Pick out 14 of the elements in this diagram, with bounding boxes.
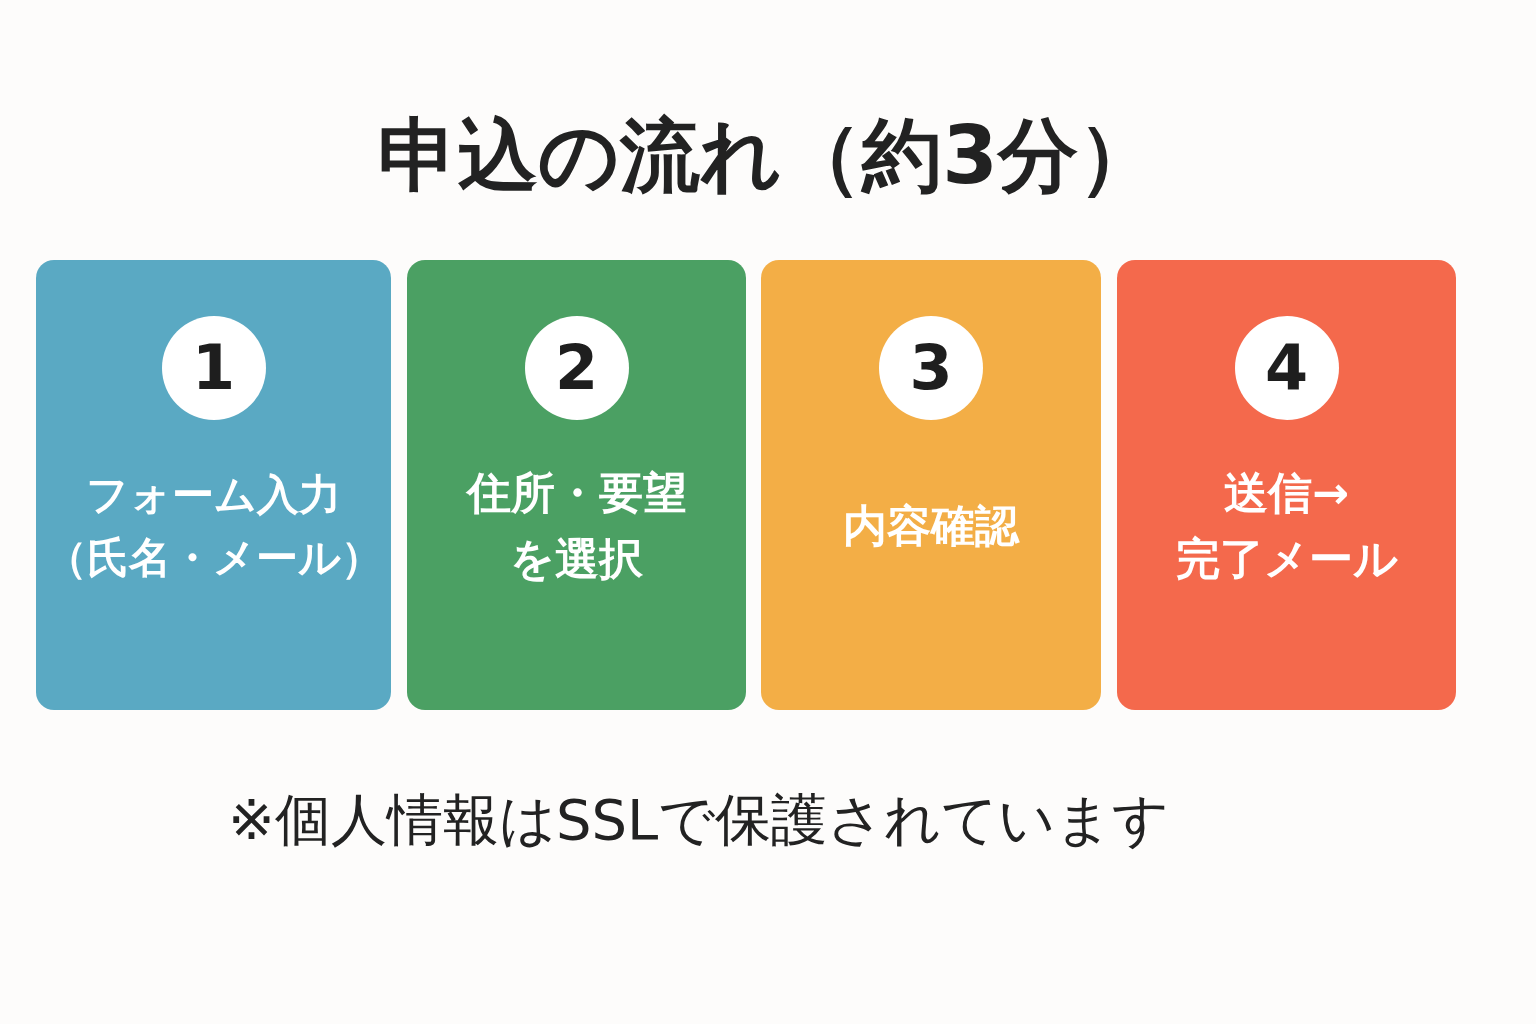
step-card [1117,260,1456,710]
step-label: 住所・要望を選択 [465,466,688,586]
diagram-title: 申込の流れ（約3分） [378,108,1158,204]
step-number-badge: 4 [1234,316,1339,420]
step-card [36,260,391,710]
step-number-badge: 2 [524,316,629,420]
step-label: フォーム入力（氏名・メール） [43,469,384,584]
step-label: 内容確認 [842,499,1021,553]
step-card [407,260,746,710]
step-card [761,260,1101,710]
step-number-badge: 1 [161,316,266,420]
footnote: ※個人情報はSSLで保護されています [228,786,1170,854]
step-label: 送信→完了メール [1174,466,1399,586]
step-number-badge: 3 [879,316,983,420]
